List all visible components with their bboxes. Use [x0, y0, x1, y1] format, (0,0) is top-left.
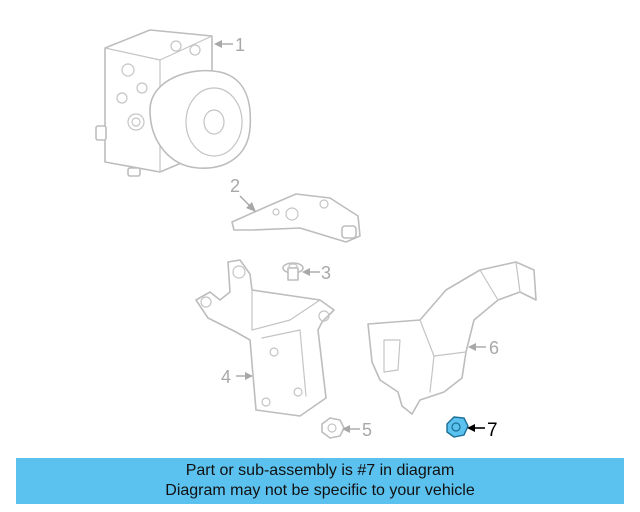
duct-shield-part — [367, 261, 537, 415]
bolt-part — [282, 262, 304, 281]
callout-1-number: 1 — [235, 35, 245, 55]
callout-2-number: 2 — [230, 176, 240, 196]
nut-part-5 — [321, 417, 345, 439]
callout-2: 2 — [230, 176, 256, 212]
callout-7: 7 — [467, 420, 498, 441]
banner-line-disclaimer: Diagram may not be specific to your vehi… — [165, 482, 475, 499]
callout-7-number: 7 — [487, 420, 498, 441]
info-banner: Part or sub-assembly is #7 in diagram Di… — [16, 458, 624, 504]
mounting-bracket-part — [195, 259, 335, 417]
parts-diagram: 1 2 3 4 — [95, 29, 537, 441]
callout-4: 4 — [221, 367, 253, 387]
mounting-plate-part — [231, 193, 361, 243]
abs-modulator-part — [95, 29, 252, 177]
banner-line-part-number: Part or sub-assembly is #7 in diagram — [185, 462, 455, 479]
callout-5: 5 — [342, 420, 372, 440]
callout-3: 3 — [302, 263, 331, 283]
callout-6-number: 6 — [489, 338, 499, 358]
nut-part-7-highlighted — [446, 416, 469, 438]
callout-4-number: 4 — [221, 367, 231, 387]
callout-3-number: 3 — [321, 263, 331, 283]
callout-1: 1 — [214, 35, 245, 55]
callout-5-number: 5 — [362, 420, 372, 440]
callout-6: 6 — [468, 338, 499, 358]
